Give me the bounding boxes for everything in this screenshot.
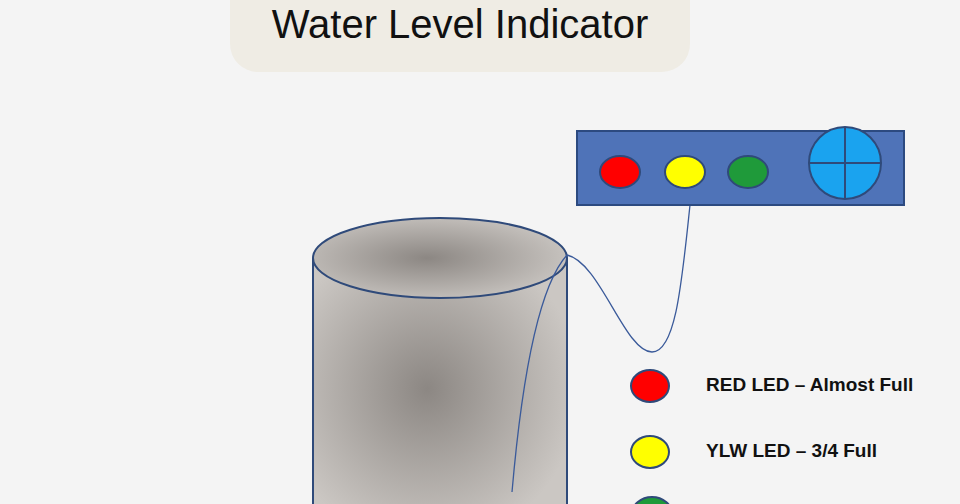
legend-swatch [630,369,670,403]
tank-top [313,218,567,298]
red-led [600,156,640,188]
buzzer [809,127,881,199]
legend-label: YLW LED – 3/4 Full [706,440,877,462]
legend-label: RED LED – Almost Full [706,374,913,396]
yellow-led [665,156,705,188]
green-led [728,156,768,188]
green-legend-led [632,497,672,504]
legend-swatch [630,435,670,469]
title-backdrop [230,0,690,72]
buzzer-cross [809,162,881,164]
sensor-wire [512,205,690,492]
diagram-title: Water Level Indicator [230,2,690,47]
